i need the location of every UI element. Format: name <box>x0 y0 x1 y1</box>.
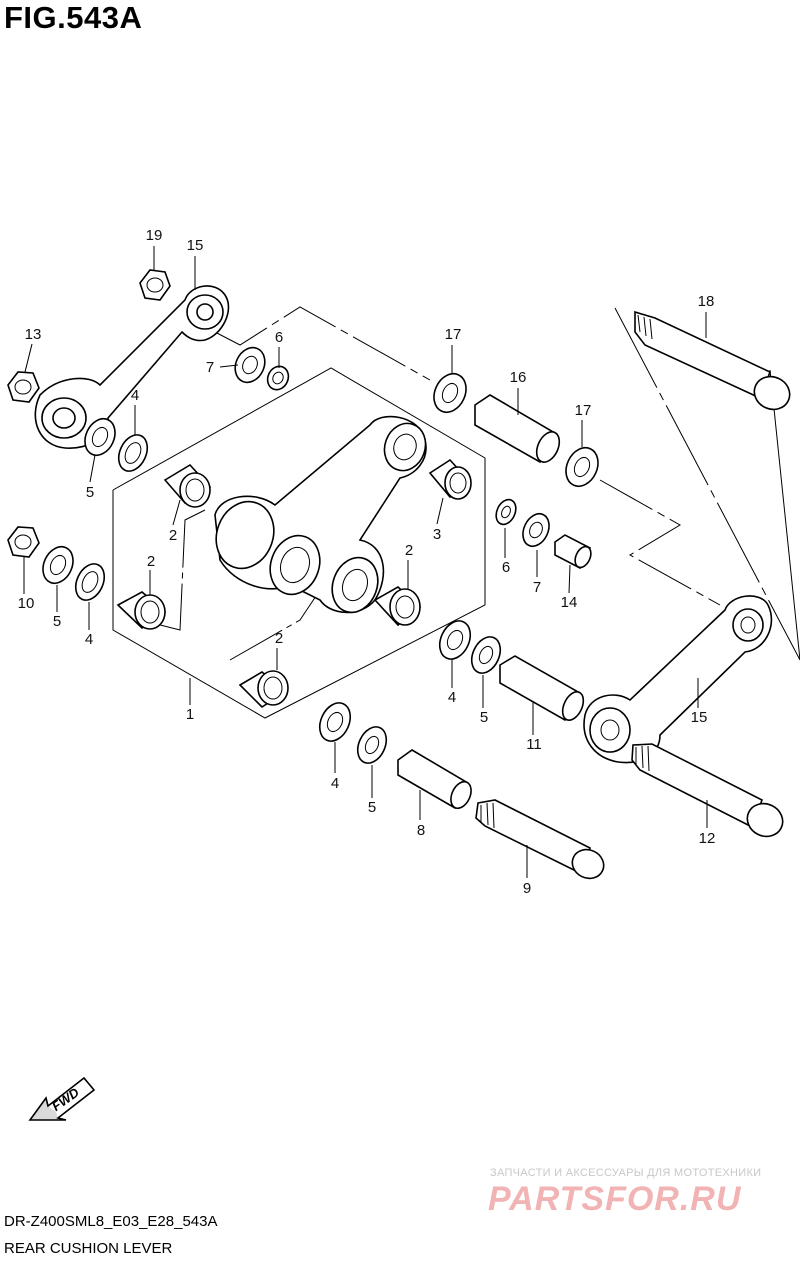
figure-code: DR-Z400SML8_E03_E28_543A <box>4 1213 218 1230</box>
cushion-lever <box>214 415 427 614</box>
callout-11: 11 <box>526 736 542 753</box>
watermark-brand: PARTSFOR.RU <box>488 1180 742 1218</box>
callout-6-lower: 6 <box>502 559 510 576</box>
bolt-9 <box>475 799 605 880</box>
collar-14-set <box>495 498 592 570</box>
callout-2-b: 2 <box>405 542 413 559</box>
callout-1: 1 <box>186 706 194 723</box>
callout-14: 14 <box>561 594 578 611</box>
callout-6-upper: 6 <box>275 329 283 346</box>
callout-5-left: 5 <box>53 613 61 630</box>
callout-17-upper: 17 <box>445 326 462 343</box>
arrow-left-down-icon: FWD <box>28 1076 96 1121</box>
link-rod-lower <box>583 595 773 764</box>
sleeve-16-set <box>433 372 599 488</box>
callout-15-upper: 15 <box>187 237 204 254</box>
callout-18: 18 <box>698 293 715 310</box>
washers-upper-left <box>42 346 290 601</box>
callout-3: 3 <box>433 526 441 543</box>
nut-19 <box>139 269 171 301</box>
callout-16: 16 <box>510 369 527 386</box>
callout-5-lower: 5 <box>368 799 376 816</box>
callout-8: 8 <box>417 822 425 839</box>
callout-2-a: 2 <box>169 527 177 544</box>
nut-13 <box>7 371 40 403</box>
nut-10 <box>7 526 40 558</box>
callout-labels: 19 15 13 6 7 4 5 17 16 18 17 2 3 6 7 14 … <box>18 227 716 897</box>
callout-5-middle: 5 <box>480 709 488 726</box>
assembly-outline <box>112 367 486 719</box>
callout-12: 12 <box>699 830 716 847</box>
callout-10: 10 <box>18 595 35 612</box>
figure-description: REAR CUSHION LEVER <box>4 1240 173 1257</box>
bolt-18 <box>634 310 791 411</box>
callout-5-upper-left: 5 <box>86 484 94 501</box>
callout-9: 9 <box>523 880 531 897</box>
callout-13: 13 <box>25 326 42 343</box>
callout-7-upper: 7 <box>206 359 214 376</box>
link-rod-upper <box>34 285 230 449</box>
callout-4-left: 4 <box>85 631 93 648</box>
sleeve-8-set <box>318 702 472 810</box>
callout-2-c: 2 <box>147 553 155 570</box>
bolt-12 <box>631 743 784 838</box>
callout-15-lower: 15 <box>691 709 708 726</box>
callout-17-lower: 17 <box>575 402 592 419</box>
figure-title: FIG.543A <box>4 0 143 35</box>
callout-7-lower: 7 <box>533 579 541 596</box>
callout-19: 19 <box>146 227 163 244</box>
leader-lines <box>23 246 708 878</box>
callout-4-lower: 4 <box>331 775 339 792</box>
bearings <box>116 458 472 709</box>
sleeve-11-set <box>438 620 585 722</box>
callout-2-d: 2 <box>275 630 283 647</box>
callout-4-upper-left: 4 <box>131 387 139 404</box>
watermark-subtitle: ЗАПЧАСТИ И АКСЕССУАРЫ ДЛЯ МОТОТЕХНИКИ <box>490 1167 762 1179</box>
callout-4-middle: 4 <box>448 689 456 706</box>
